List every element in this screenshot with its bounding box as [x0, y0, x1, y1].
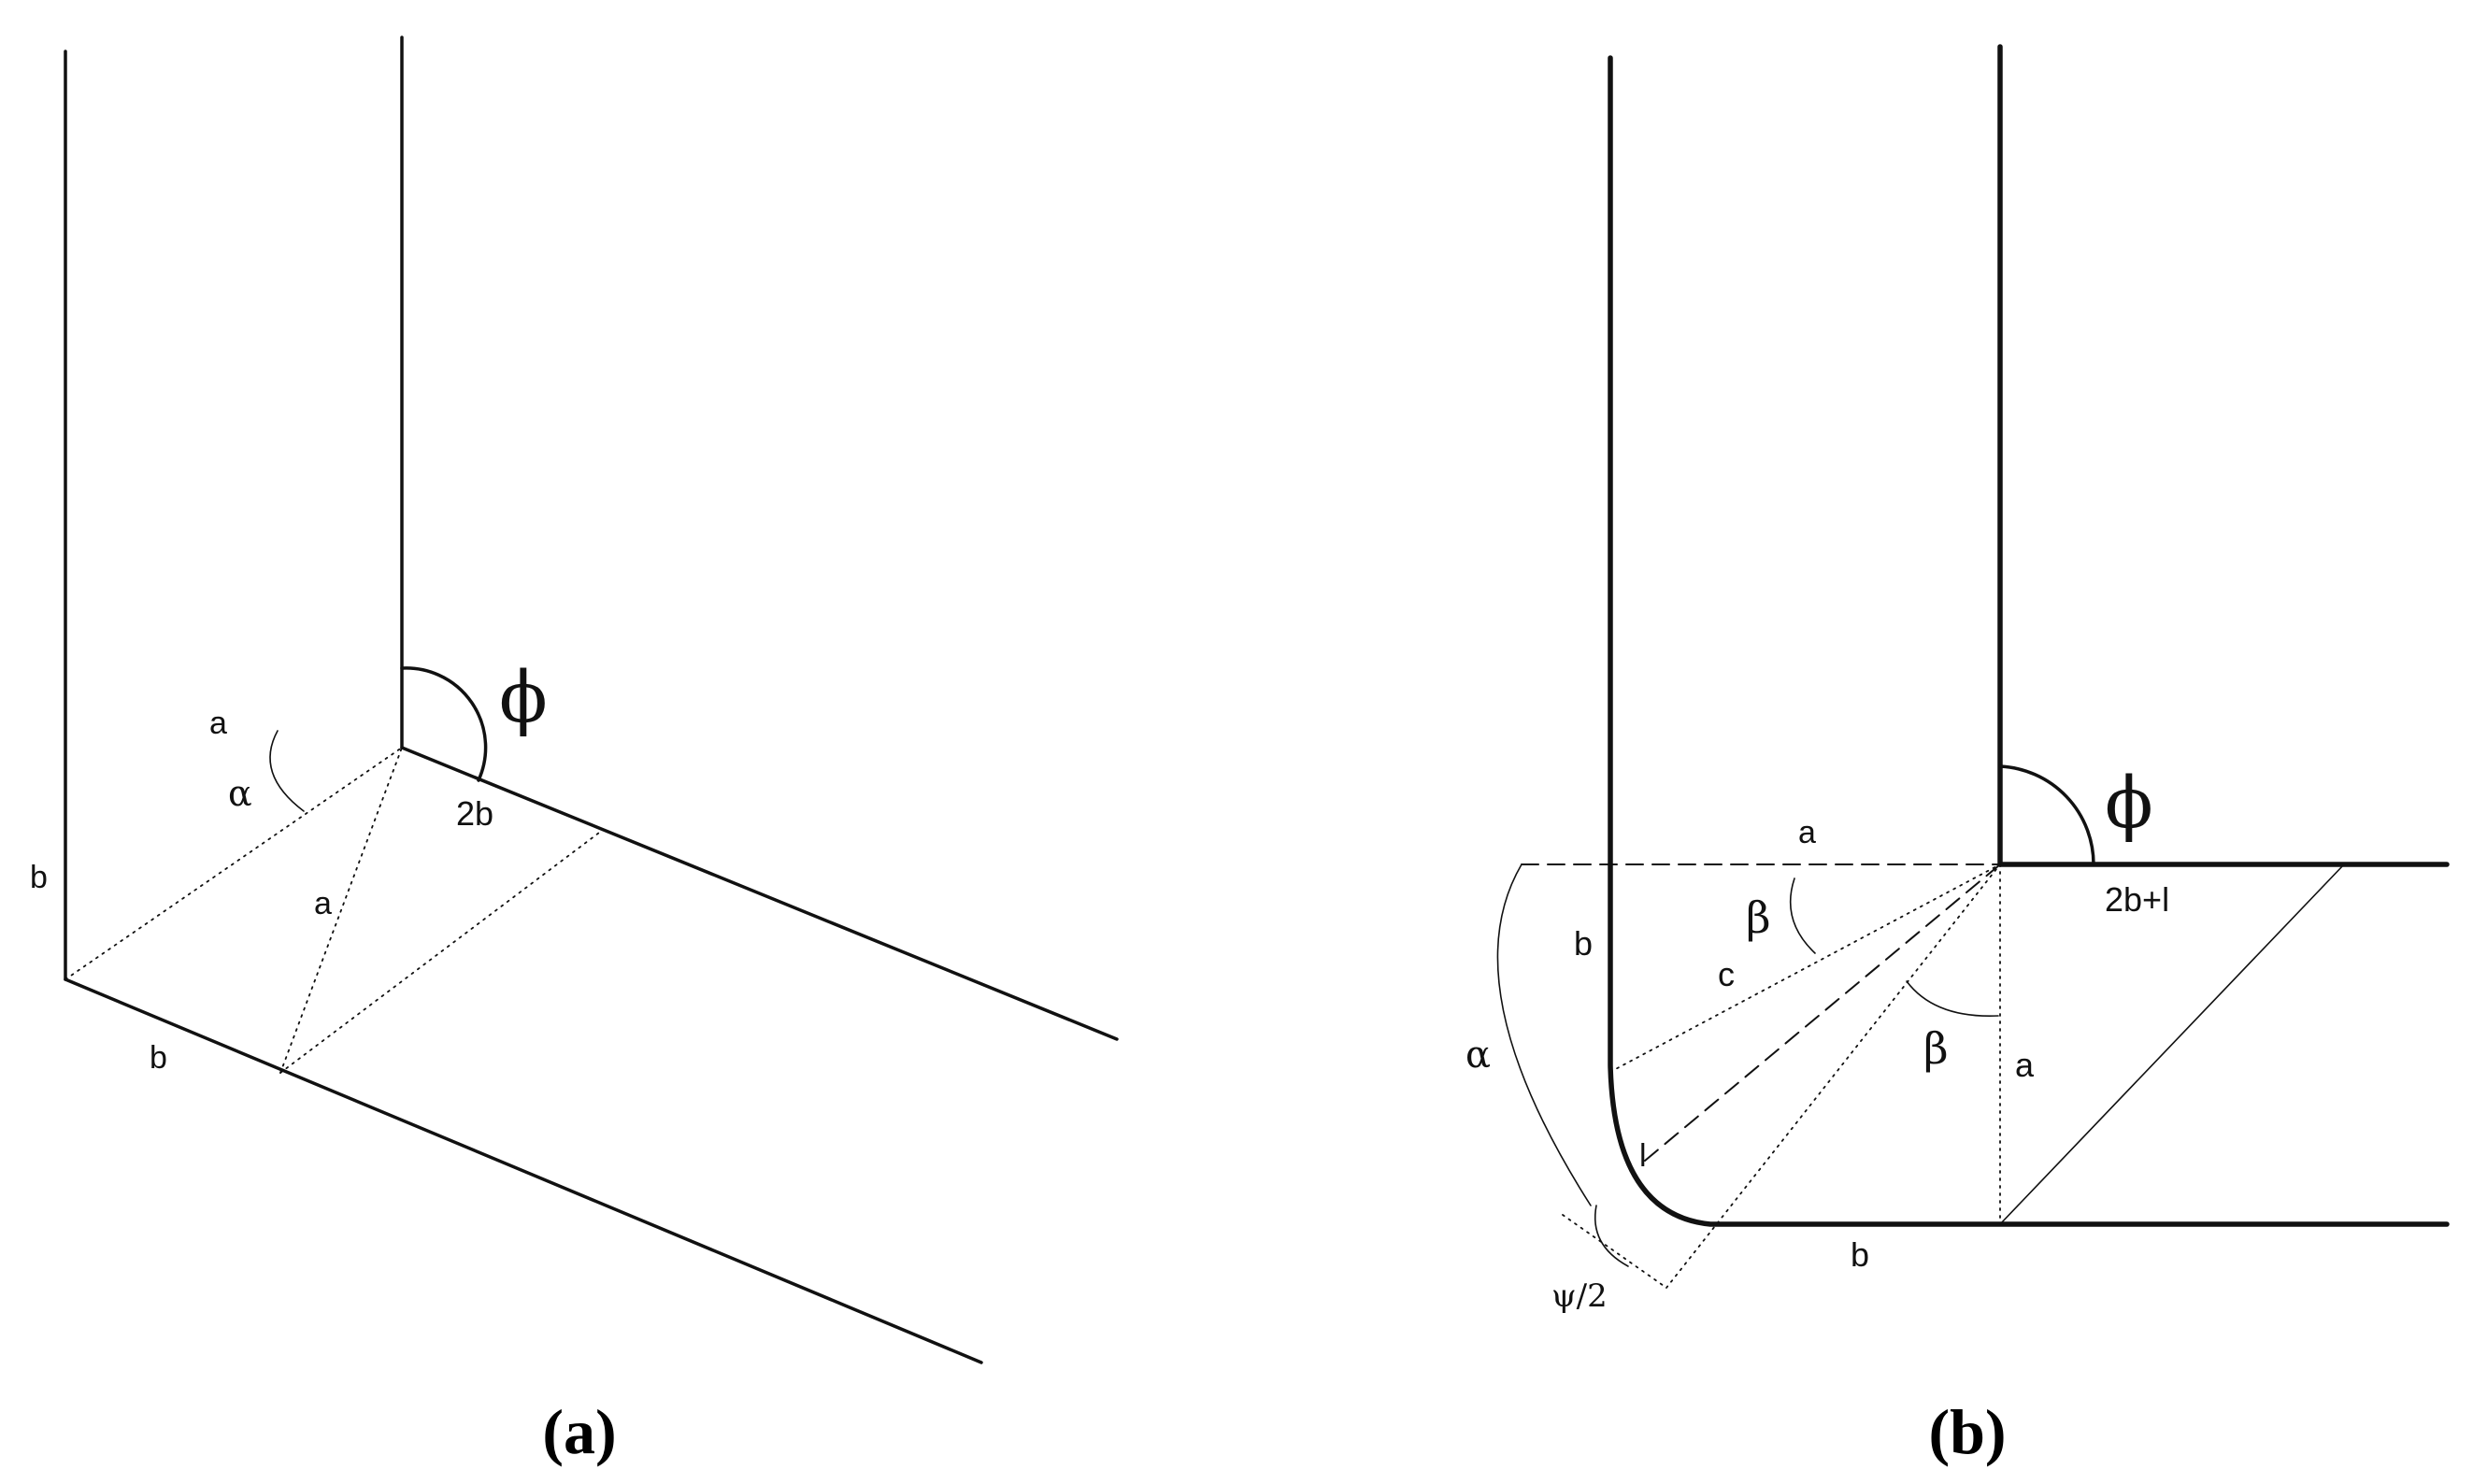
- panel-b-alpha-arc: [1496, 863, 1592, 1206]
- panel-b-phi-angle-arc: [1998, 764, 2095, 866]
- panel-a-b-left-label: b: [30, 860, 48, 895]
- panel-a-phi-angle-arc: [400, 666, 488, 782]
- panel-a-phi-label: ϕ: [499, 655, 548, 738]
- panel-b-left-edge-with-rounded-corner: [1608, 55, 2450, 1227]
- panel-b-dotted-line: [1665, 863, 2001, 1289]
- panel-b-a-right-label: a: [2015, 1046, 2035, 1084]
- panel-b-b-bottom-label: b: [1851, 1235, 1869, 1274]
- panel-b-dashed-line: [1644, 863, 2001, 1162]
- panel-b: ϕ a β 2b+l b c β a α l ψ/2 b (b): [1465, 44, 2450, 1467]
- panel-a-dotted-line: [279, 829, 604, 1074]
- panel-b-dotted-c-line: [1609, 863, 2001, 1073]
- panel-b-a-top-label: a: [1798, 815, 1816, 850]
- panel-b-caption: (b): [1928, 1396, 2006, 1467]
- panel-b-beta-upper-label: β: [1746, 892, 1771, 943]
- panel-a-dotted-line: [279, 747, 403, 1074]
- panel-b-2b-plus-l-label: 2b+l: [2105, 880, 2169, 919]
- panel-a: ϕ a α 2b a b b (a): [30, 36, 1119, 1467]
- panel-b-alpha-label: α: [1465, 1034, 1491, 1077]
- panel-b-beta-lower-label: β: [1923, 1023, 1949, 1074]
- panel-b-beta-upper-angle-arc: [1789, 878, 1816, 954]
- panel-b-psi-angle-arc: [1594, 1205, 1629, 1267]
- panel-a-a-diagonal-label: a: [314, 886, 332, 921]
- panel-b-phi-label: ϕ: [2105, 761, 2153, 844]
- panel-a-alpha-angle-arc: [269, 730, 305, 812]
- panel-a-upper-diagonal-edge: [400, 746, 1119, 1041]
- panel-b-l-label: l: [1639, 1138, 1647, 1174]
- panel-a-alpha-label: α: [228, 773, 252, 814]
- panel-a-b-bottom-label: b: [150, 1040, 167, 1076]
- panel-b-beta-lower-angle-arc: [1906, 980, 1999, 1017]
- panel-b-psi-half-label: ψ/2: [1551, 1277, 1608, 1315]
- panel-b-c-label: c: [1718, 955, 1735, 993]
- panel-a-dotted-line: [64, 747, 403, 980]
- panel-a-lower-diagonal-edge: [64, 977, 983, 1364]
- panel-b-b-left-label: b: [1574, 924, 1593, 963]
- panel-b-dotted-psi-line: [1562, 1214, 1667, 1289]
- panel-a-a-top-label: a: [209, 706, 227, 741]
- panel-a-caption: (a): [542, 1396, 616, 1467]
- panel-b-thin-diagonal-line: [1999, 863, 2345, 1225]
- panel-a-2b-label: 2b: [456, 794, 493, 833]
